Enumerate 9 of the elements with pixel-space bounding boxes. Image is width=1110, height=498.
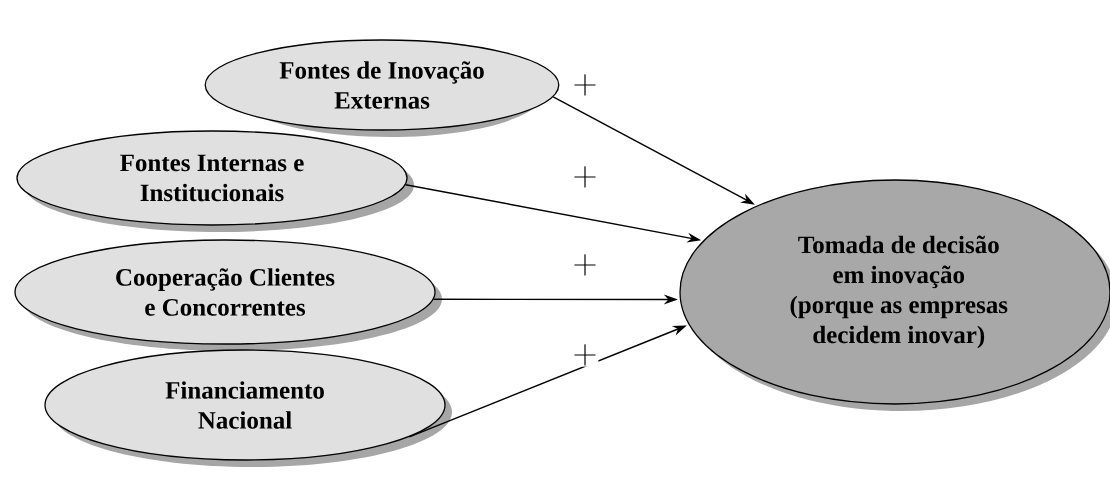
edge-label: + [571,73,599,97]
edge-label: + [571,343,599,367]
ellipse-node: Tomada de decisão em inovação (porque as empresas decidem inovar) [679,179,1110,411]
edge-label: + [571,165,599,189]
ellipse-node: Financiamento Nacional [44,349,452,467]
ellipse-node: Fontes de Inovação Externas [204,39,560,137]
edge-label: + [571,253,599,277]
ellipse-node: Cooperação Clientes e Concorrentes [14,239,442,351]
ellipse-node: Fontes Internas e Institucionais [16,130,414,232]
